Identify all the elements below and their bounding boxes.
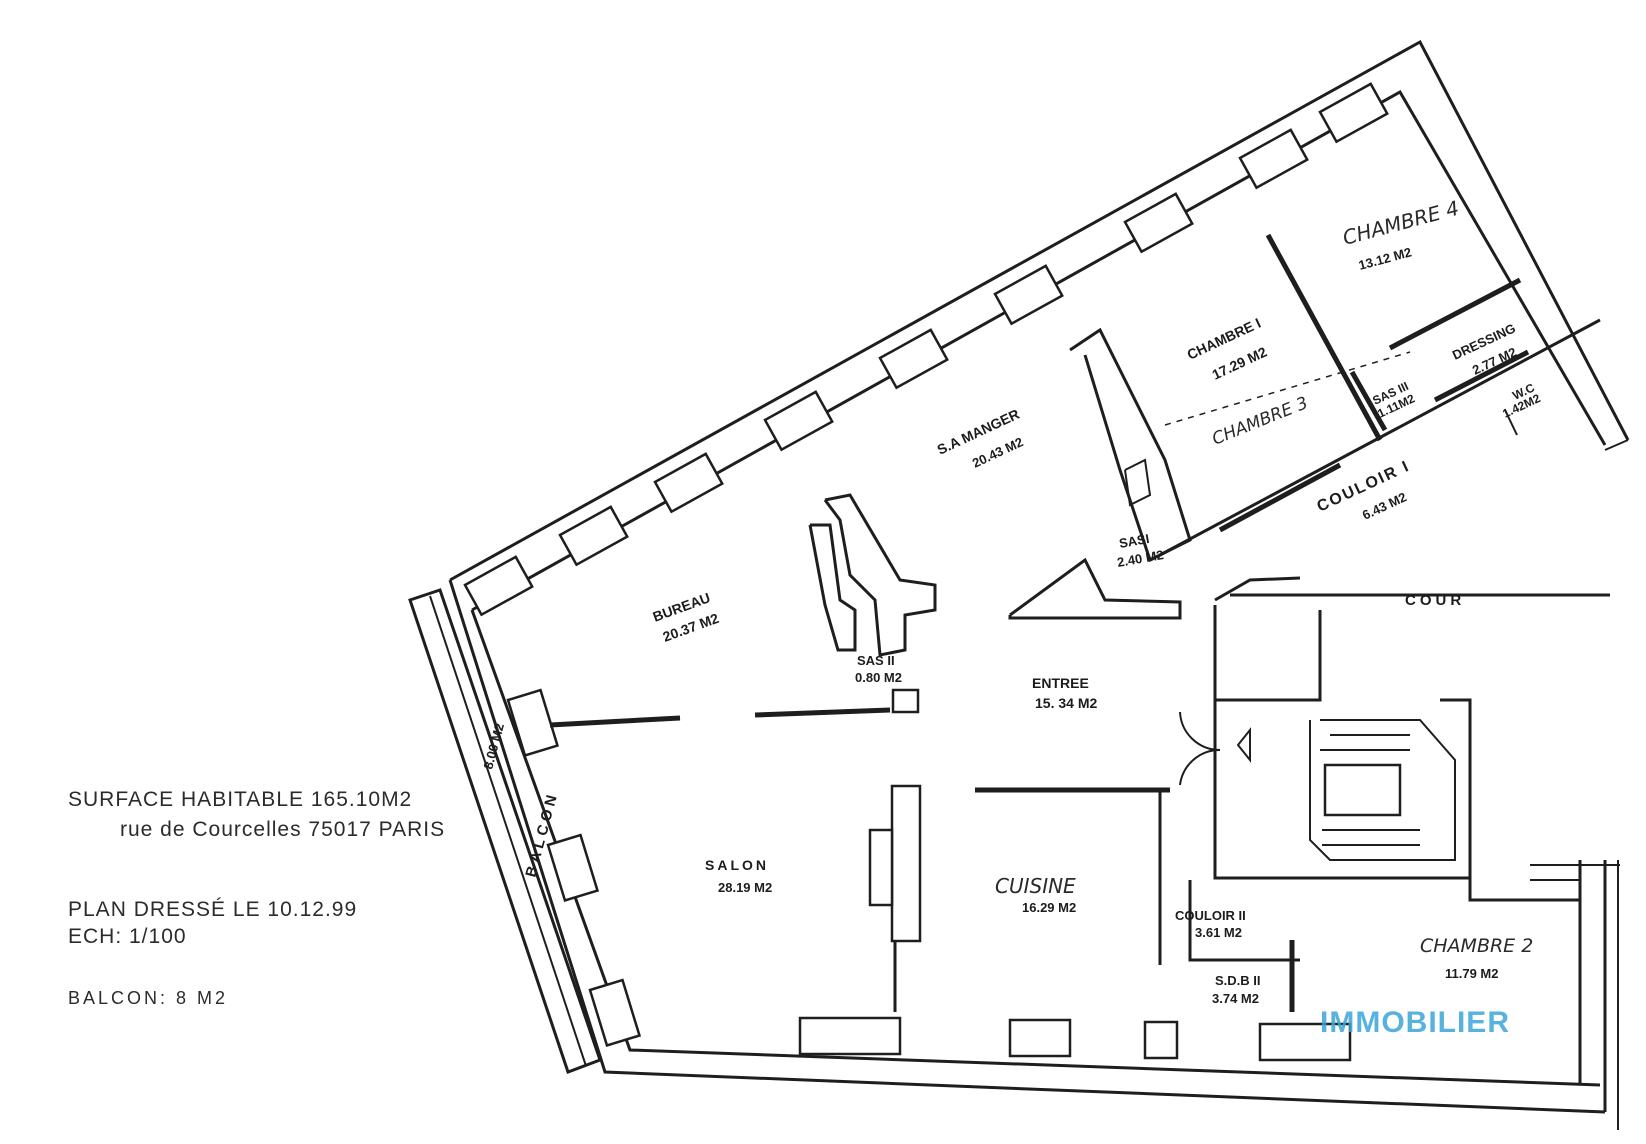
sdb2-area: 3.74 M2 [1212,991,1259,1006]
window-blocks [463,82,1389,1062]
cuisine-name: CUISINE [995,874,1076,898]
interior-walls [549,233,1620,1012]
plan-date-note: PLAN DRESSÉ LE 10.12.99 [68,898,358,921]
address-note: rue de Courcelles 75017 PARIS [120,818,446,841]
chambre4-area: 13.12 M2 [1357,244,1413,273]
sas2-area: 0.80 M2 [855,670,902,685]
watermark: IMMOBILIER [1320,1006,1510,1039]
scale-note: ECH: 1/100 [68,925,187,948]
surface-note: SURFACE HABITABLE 165.10M2 [68,788,413,811]
chambre4-name: CHAMBRE 4 [1340,196,1461,250]
chambre2-area: 11.79 M2 [1445,966,1499,981]
sas1-name: SASI [1118,531,1150,551]
cour-name: COUR [1405,592,1465,609]
salon-name: SALON [705,857,769,873]
chambre3-name: CHAMBRE 3 [1209,393,1310,450]
couloir2-area: 3.61 M2 [1195,925,1242,940]
sas2-name: SAS II [857,653,895,668]
sdb2-name: S.D.B II [1215,973,1261,988]
chambre2-name: CHAMBRE 2 [1420,935,1533,957]
salon-area: 28.19 M2 [718,880,772,895]
cuisine-area: 16.29 M2 [1022,900,1076,915]
balcony [408,588,602,1074]
balcon-note: BALCON: 8 M2 [68,988,229,1008]
entree-name: ENTREE [1032,675,1089,691]
couloir2-name: COULOIR II [1175,908,1246,923]
entree-area: 15. 34 M2 [1035,695,1097,711]
